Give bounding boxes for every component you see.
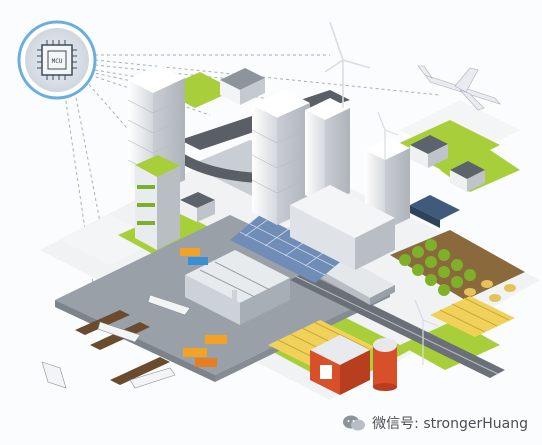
watermark: 微信号: strongerHuang <box>342 413 528 433</box>
factory <box>185 250 290 325</box>
office-block <box>290 185 395 270</box>
house-left <box>180 192 215 222</box>
crop-rows-right <box>430 296 515 337</box>
boat-icon <box>41 294 191 389</box>
trees <box>399 239 476 296</box>
wind-turbine-small <box>377 111 439 365</box>
glass-station <box>230 215 345 283</box>
wind-turbine-icon <box>324 21 371 108</box>
chip-label: MCU <box>52 58 63 65</box>
tower-green-roof <box>135 155 180 250</box>
wechat-icon <box>343 415 366 431</box>
hay-bales <box>464 280 516 302</box>
chip-badge: MCU <box>17 20 97 100</box>
chip-icon: MCU <box>37 40 77 80</box>
railway <box>290 272 505 378</box>
watermark-text: 微信号: strongerHuang <box>372 416 528 432</box>
tower-center-1 <box>251 90 311 225</box>
airplane-icon <box>417 65 501 111</box>
silo-icon <box>373 338 397 391</box>
house-right-2 <box>450 161 485 192</box>
bus-icon <box>410 195 460 228</box>
containers <box>180 248 227 367</box>
tower-center-2 <box>305 98 350 205</box>
house-right-1 <box>410 135 448 168</box>
barn-icon <box>310 335 370 395</box>
house-top <box>220 68 265 105</box>
